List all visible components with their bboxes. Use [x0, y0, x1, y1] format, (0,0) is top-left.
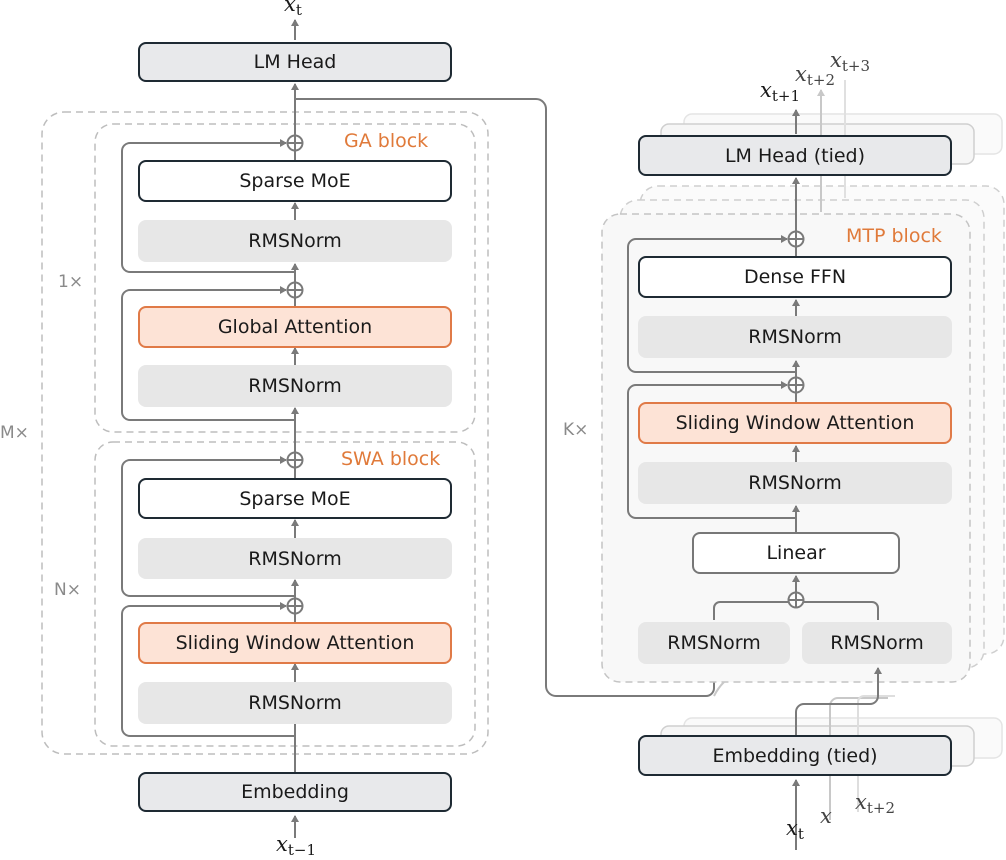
dense-ffn: Dense FFN [638, 256, 952, 298]
swa-repeat-label: N× [54, 580, 81, 600]
add-icon [787, 591, 805, 609]
lm-head: LM Head [138, 42, 452, 82]
token-sub: t+2 [806, 71, 835, 89]
token-sub: t [295, 1, 302, 19]
token-base: x [276, 832, 288, 856]
ga-block-label: GA block [344, 130, 429, 152]
token-sub: t+2 [866, 799, 895, 817]
add-icon [286, 597, 304, 615]
output-token-t2: xt+2 [795, 62, 835, 89]
token-base: x [786, 816, 798, 840]
add-icon [286, 451, 304, 469]
sliding-window-attention: Sliding Window Attention [138, 622, 452, 664]
token-sub: t [797, 825, 804, 843]
swa-sparse-moe: Sparse MoE [138, 478, 452, 519]
embedding: Embedding [138, 772, 452, 812]
add-icon [286, 134, 304, 152]
token-base: x [830, 48, 842, 72]
swa-ffn-rmsnorm: RMSNorm [138, 538, 452, 579]
swa-block-container [94, 441, 476, 747]
mtp-repeat-label: K× [563, 420, 589, 440]
mtp-embedding: Embedding (tied) [638, 735, 952, 776]
input-token-t1: x [820, 804, 832, 831]
token-sub: t+3 [841, 57, 870, 75]
token-base: x [820, 804, 832, 828]
linear-projection: Linear [692, 532, 900, 574]
token-base: x [795, 62, 807, 86]
ga-ffn-rmsnorm: RMSNorm [138, 220, 452, 262]
token-base: x [760, 78, 772, 102]
mtp-attn-rmsnorm: RMSNorm [638, 462, 952, 504]
token-sub: t−1 [287, 841, 316, 859]
input-token-t: xt [786, 816, 804, 843]
add-icon [787, 376, 805, 394]
mtp-hidden-rmsnorm: RMSNorm [638, 622, 790, 664]
hidden-state-connector [295, 98, 718, 697]
output-token: xt [284, 0, 302, 19]
add-icon [787, 230, 805, 248]
outer-repeat-container [41, 111, 489, 755]
global-attention: Global Attention [138, 306, 452, 348]
mtp-ffn-rmsnorm: RMSNorm [638, 316, 952, 358]
swa-attn-rmsnorm: RMSNorm [138, 682, 452, 724]
output-token-t1: xt+1 [760, 78, 800, 105]
add-icon [286, 281, 304, 299]
input-token: xt−1 [276, 832, 316, 859]
input-token-t2: xt+2 [855, 790, 895, 817]
mtp-block-label: MTP block [846, 225, 942, 247]
outer-repeat-label: M× [0, 423, 29, 443]
ga-attn-rmsnorm: RMSNorm [138, 365, 452, 407]
mtp-sliding-window-attention: Sliding Window Attention [638, 402, 952, 444]
token-sub: t+1 [771, 87, 800, 105]
token-base: x [284, 0, 296, 16]
ga-sparse-moe: Sparse MoE [138, 160, 452, 202]
ga-repeat-label: 1× [58, 272, 84, 292]
mtp-embed-rmsnorm: RMSNorm [802, 622, 952, 664]
mtp-lm-head: LM Head (tied) [638, 135, 952, 176]
output-token-t3: xt+3 [830, 48, 870, 75]
token-base: x [855, 790, 867, 814]
ga-block-container [94, 123, 476, 433]
swa-block-label: SWA block [341, 448, 441, 470]
